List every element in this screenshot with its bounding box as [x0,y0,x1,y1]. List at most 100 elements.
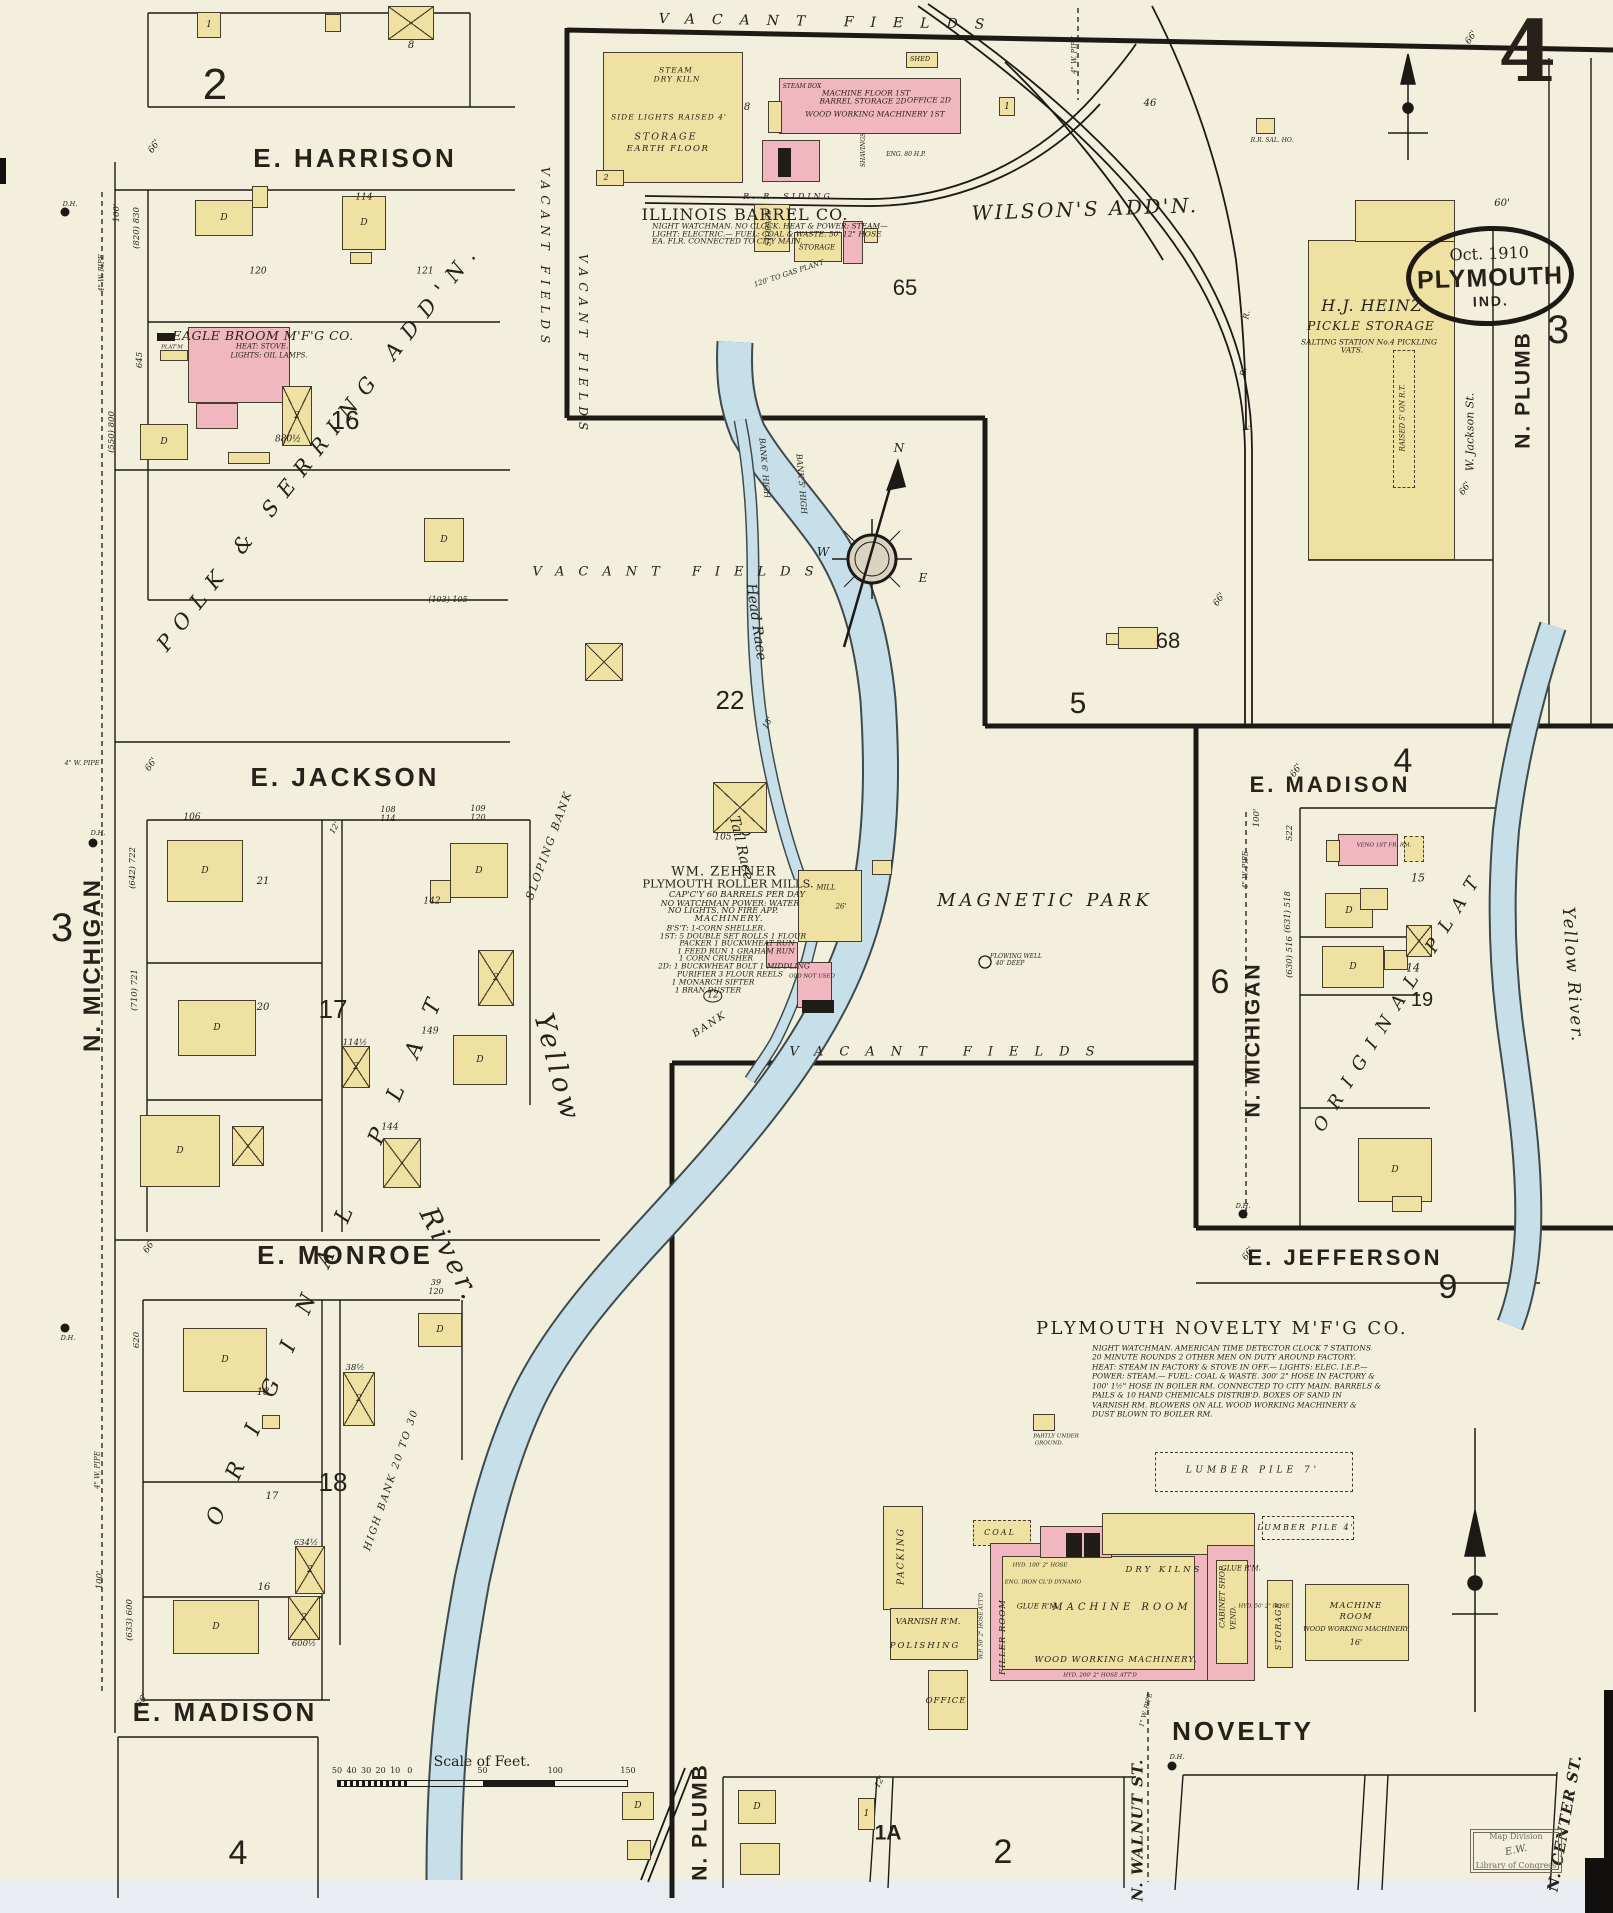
building [232,1126,264,1166]
map-date: Oct. 1910 [1449,242,1530,264]
map-label: STORAGE [798,243,836,252]
map-label: 620 [131,1331,142,1349]
map-label: N [893,441,905,455]
map-label: STORAGE [634,131,698,143]
map-label: ENG. IRON CL'D DYNAMO [1004,1579,1082,1586]
dwelling-building: D [173,1600,259,1654]
map-label: 40' DEEP [995,960,1025,967]
dwelling-building: D [342,196,386,250]
map-label: 1A [874,1821,902,1845]
map-label: VACANT FIELDS [532,564,828,580]
building [627,1840,651,1860]
building [1308,240,1455,560]
building [928,1670,968,1730]
map-label: SALTING STATION No.4 PICKLING [1301,337,1437,347]
map-label: DRY KILN [653,74,701,84]
map-label: POLISHING [889,1640,961,1651]
building [768,101,782,133]
map-label: LUMBER PILE 4' [1257,1523,1355,1532]
scale-bar-solid [482,1781,555,1786]
building: 2 [282,386,312,446]
map-label: E. MADISON [1249,772,1411,797]
map-label: R.R. SAL. HO. [1250,137,1294,144]
building: 2 [342,1046,370,1088]
yellow-river-right-water [1490,622,1565,1330]
railroad-tracks [640,3,1253,1883]
building [802,1000,834,1013]
map-label: 8 [743,102,751,113]
scale-tick: 30 [361,1766,372,1775]
building [1406,925,1432,957]
map-label: 120 [428,1287,444,1296]
building [603,52,743,183]
map-label: LIGHT: ELECTRIC.— FUEL: COAL & WASTE. 50… [652,229,882,239]
map-label: VARNISH R'M. [895,1616,961,1627]
map-label: 149 [421,1026,439,1037]
dwelling-building: D [1322,946,1384,988]
map-label: D.H. [1235,1201,1251,1210]
map-label: EA. FLR. CONNECTED TO CITY MAIN. [652,236,803,246]
building [740,1843,780,1875]
map-label: 3 [50,906,74,950]
scale-tick: 50 [477,1766,488,1775]
dwelling-building: D [167,840,243,902]
scan-edge-black [1604,1690,1613,1913]
stamp-line1: Map Division [1489,1832,1543,1842]
map-label: 17 [265,1491,279,1502]
map-label: E. MONROE [257,1240,433,1270]
building [1216,1560,1248,1664]
map-label: RAISED 5' ON R.T. [1398,384,1407,452]
map-label: D.H. [90,828,106,837]
map-label: N. PLUMB [1511,331,1535,449]
building [779,78,961,134]
map-label: VATS. [1340,345,1364,355]
dwelling-building: D [1358,1138,1432,1202]
map-label: 1 CORN CRUSHER [678,953,754,963]
dwelling-building: D [424,518,464,562]
map-label: 100' [111,203,122,223]
map-label: HYD. 100' 2" HOSE [1012,1562,1068,1569]
yellow-river-water [427,341,897,1881]
map-label: 18' [760,715,775,731]
dwelling-building: D [738,1790,776,1824]
building [766,942,798,968]
building: 2 [288,1596,320,1640]
dwelling-building: D [195,200,253,236]
map-label: 100' [94,1570,105,1590]
building [762,140,820,182]
map-label: MACHINE ROOM [1052,1602,1192,1613]
map-label: PURIFIER 3 FLOUR REELS [676,969,784,979]
building [228,452,270,464]
building [906,52,938,68]
dwelling-building: D [140,424,188,460]
map-label: 20 MINUTE ROUNDS 2 OTHER MEN ON DUTY ARO… [1092,1352,1356,1362]
dwelling-building: D [140,1115,220,1187]
map-label: 1" W. PIPE [1137,1692,1155,1728]
map-label: 4" W. PIPE [1241,851,1250,889]
building [864,228,878,243]
map-label: (820) 830 [131,207,142,249]
building [383,1138,421,1188]
map-label: OFFICE 2D [907,95,951,105]
map-label: 16 [330,405,360,435]
building: 1 [197,12,221,38]
map-label: N. PLUMB [688,1763,712,1881]
map-label: 16 [257,1582,271,1593]
building [1384,950,1408,970]
map-label: NIGHT WATCHMAN. AMERICAN TIME DETECTOR C… [1092,1343,1371,1353]
map-label: (642) 722 [127,847,138,889]
map-label: (710) 721 [129,969,140,1011]
building [585,643,623,681]
map-label: R. R. SIDING [743,192,833,201]
map-label: VACANT FIELDS [658,11,1002,33]
map-label: GROUND. [1034,1440,1064,1447]
building [1256,118,1275,134]
map-label: WOOD WORKING MACHINERY 1ST [805,109,945,119]
map-label: 9 [1438,1268,1458,1306]
map-label: N. MICHIGAN [1241,962,1265,1118]
map-label: 8 [407,40,415,51]
building: 2 [295,1546,325,1594]
map-label: 14 [1406,961,1420,975]
